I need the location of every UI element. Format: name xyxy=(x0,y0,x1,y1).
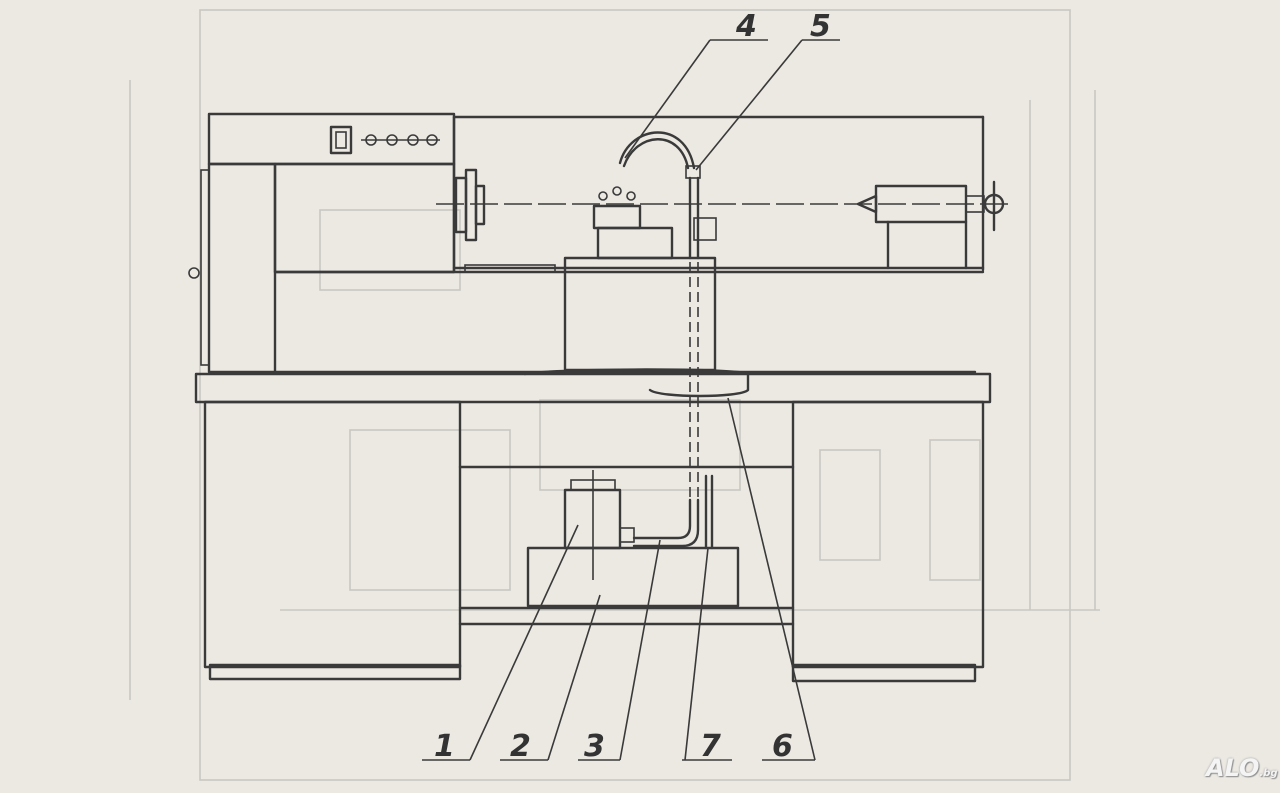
coolant-pump-unit xyxy=(526,470,740,608)
coolant-nozzle xyxy=(618,131,701,260)
part-label-5: 5 xyxy=(810,9,831,44)
leader-lines xyxy=(422,39,840,761)
chip-tray xyxy=(194,368,992,404)
watermark-suffix: .bg xyxy=(1259,768,1278,779)
base-cabinets xyxy=(203,400,985,683)
control-panel xyxy=(329,125,440,155)
return-pipe xyxy=(689,262,699,500)
tailstock xyxy=(856,180,1005,270)
part-label-7: 7 xyxy=(700,729,721,764)
part-labels: 4 5 1 2 3 7 6 xyxy=(434,9,831,764)
part-label-3: 3 xyxy=(584,729,605,764)
part-label-6: 6 xyxy=(772,729,793,764)
upper-frame xyxy=(452,115,985,274)
part-label-2: 2 xyxy=(510,729,531,764)
watermark-logo: ALO.bg xyxy=(1206,754,1278,782)
watermark-brand: ALO xyxy=(1206,754,1260,782)
lathe-bed xyxy=(273,264,985,374)
spindle-chuck xyxy=(454,168,486,242)
carriage xyxy=(563,186,717,372)
part-label-1: 1 xyxy=(434,729,455,764)
part-label-4: 4 xyxy=(735,9,757,44)
headstock xyxy=(188,112,456,374)
